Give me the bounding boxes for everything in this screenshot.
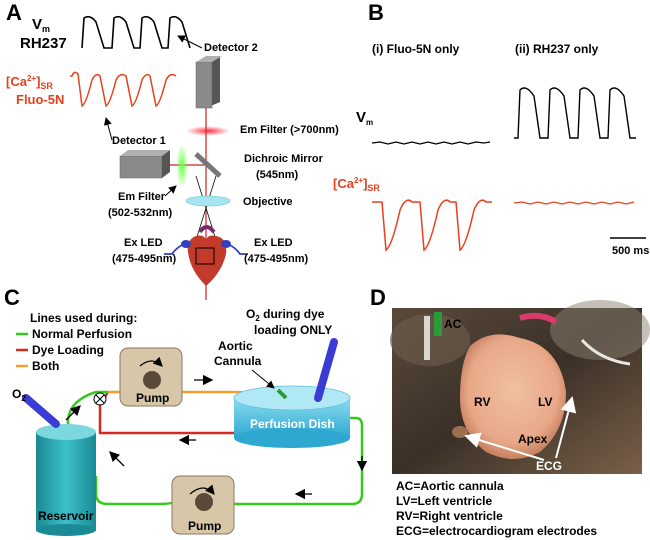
pump-bottom-label: Pump	[188, 519, 221, 533]
dichroic-mirror	[194, 152, 222, 178]
photo-label-ecg: ECG	[536, 459, 562, 473]
panel-letter-d: D	[370, 285, 386, 310]
led-right	[221, 240, 231, 248]
aortic-label-2: Cannula	[214, 354, 262, 368]
legend-title: Lines used during:	[30, 311, 137, 325]
rh237-label: RH237	[20, 35, 67, 52]
vm-trace-b-rh237	[514, 87, 636, 139]
photo-label-apex: Apex	[518, 432, 548, 446]
flow-arrow-6	[65, 405, 81, 421]
panel-letter-a: A	[6, 0, 22, 25]
em-filter-green-label-1: Em Filter	[118, 191, 166, 203]
tube-normal-supply	[66, 390, 108, 486]
beam-right	[195, 175, 217, 241]
vm-trace-a	[81, 15, 191, 49]
col2-title: (ii) RH237 only	[515, 42, 599, 56]
led-left-label-2: (475-495nm)	[112, 253, 177, 265]
heart-illustration	[187, 225, 227, 286]
dish-label: Perfusion Dish	[250, 417, 335, 431]
photo-label-lv: LV	[538, 395, 552, 409]
detector2-pointer	[177, 35, 203, 49]
o2-probe-dish	[314, 338, 338, 402]
ca-trace-b-fluo	[372, 199, 492, 252]
panel-letter-c: C	[4, 285, 20, 310]
reservoir-label: Reservoir	[38, 509, 94, 523]
legend-d-3: RV=Right ventricle	[396, 509, 503, 523]
detector-2-label: Detector 2	[204, 42, 258, 54]
led-right-label-1: Ex LED	[254, 237, 293, 249]
led-left	[181, 240, 191, 248]
vm-label-b: Vm	[356, 109, 373, 127]
em-filter-700-label: Em Filter (>700nm)	[240, 124, 339, 136]
em-filter-green	[176, 144, 188, 188]
ecg-arrow-left	[464, 432, 545, 461]
tube-dye-return	[98, 405, 236, 435]
o2-label-left: O2	[12, 387, 26, 403]
vm-trace-b-fluo	[371, 141, 491, 145]
valve-cross	[95, 394, 105, 404]
ca-label-b: [Ca2+]SR	[333, 176, 380, 193]
dichroic-label-1: Dichroic Mirror	[244, 153, 324, 165]
objective-label: Objective	[243, 196, 293, 208]
legend-d-2: LV=Left ventricle	[396, 494, 492, 508]
o2-probe-left	[22, 394, 60, 428]
photo-label-rv: RV	[474, 395, 490, 409]
photo-label-ac: AC	[444, 317, 462, 331]
fluo5n-label: Fluo-5N	[16, 92, 64, 107]
detector-2	[195, 56, 222, 109]
em-filter-green-label-2: (502-532nm)	[108, 207, 173, 219]
panel-b: B (i) Fluo-5N only (ii) RH237 only Vm [C…	[333, 0, 649, 257]
col1-title: (i) Fluo-5N only	[372, 42, 460, 56]
reservoir	[36, 424, 96, 536]
legend-normal: Normal Perfusion	[32, 327, 132, 341]
perfusion-dish	[233, 385, 351, 448]
legend-d-4: ECG=electrocardiogram electrodes	[396, 524, 597, 538]
em-filter-pointer	[164, 185, 177, 197]
aortic-cannula	[276, 388, 288, 400]
legend-dye: Dye Loading	[32, 343, 104, 357]
vm-label-a: Vm	[32, 16, 50, 34]
legend-d-1: AC=Aortic cannula	[396, 479, 504, 493]
ca-trace-b-rh237	[513, 201, 635, 205]
detector-1	[119, 150, 170, 179]
panel-letter-b: B	[368, 0, 384, 25]
detector-1-label: Detector 1	[112, 135, 166, 147]
ca-label-a: [Ca2+]SR	[6, 74, 53, 91]
aortic-label-1: Aortic	[218, 339, 253, 353]
em-filter-700-disk	[186, 126, 230, 136]
ca-trace-a	[70, 71, 177, 108]
panel-a: A Vm RH237 [Ca2+]SR Fluo-5N Detector 2	[6, 0, 339, 300]
panel-c: C Lines used during: Normal Perfusion Dy…	[4, 285, 368, 536]
pump-top	[119, 347, 183, 407]
legend-both: Both	[32, 359, 59, 373]
ecg-arrow-right	[555, 396, 577, 459]
panel-d: D AC RV LV Apex ECG AC=Aortic cannula LV…	[370, 285, 650, 538]
o2-dye-label-1: O2 during dye	[246, 307, 325, 323]
objective-lens	[185, 195, 231, 207]
led-right-label-2: (475-495nm)	[244, 253, 309, 265]
flow-arrow-5	[109, 451, 125, 467]
detector1-pointer	[103, 117, 113, 141]
pump-bottom	[171, 475, 235, 535]
scale-bar-label: 500 ms	[612, 245, 649, 257]
led-left-label-1: Ex LED	[124, 237, 163, 249]
pump-top-label: Pump	[136, 391, 169, 405]
dichroic-label-2: (545nm)	[256, 169, 299, 181]
aortic-pointer	[251, 369, 275, 389]
o2-dye-label-2: loading ONLY	[254, 323, 332, 337]
heart-photo	[390, 300, 650, 474]
